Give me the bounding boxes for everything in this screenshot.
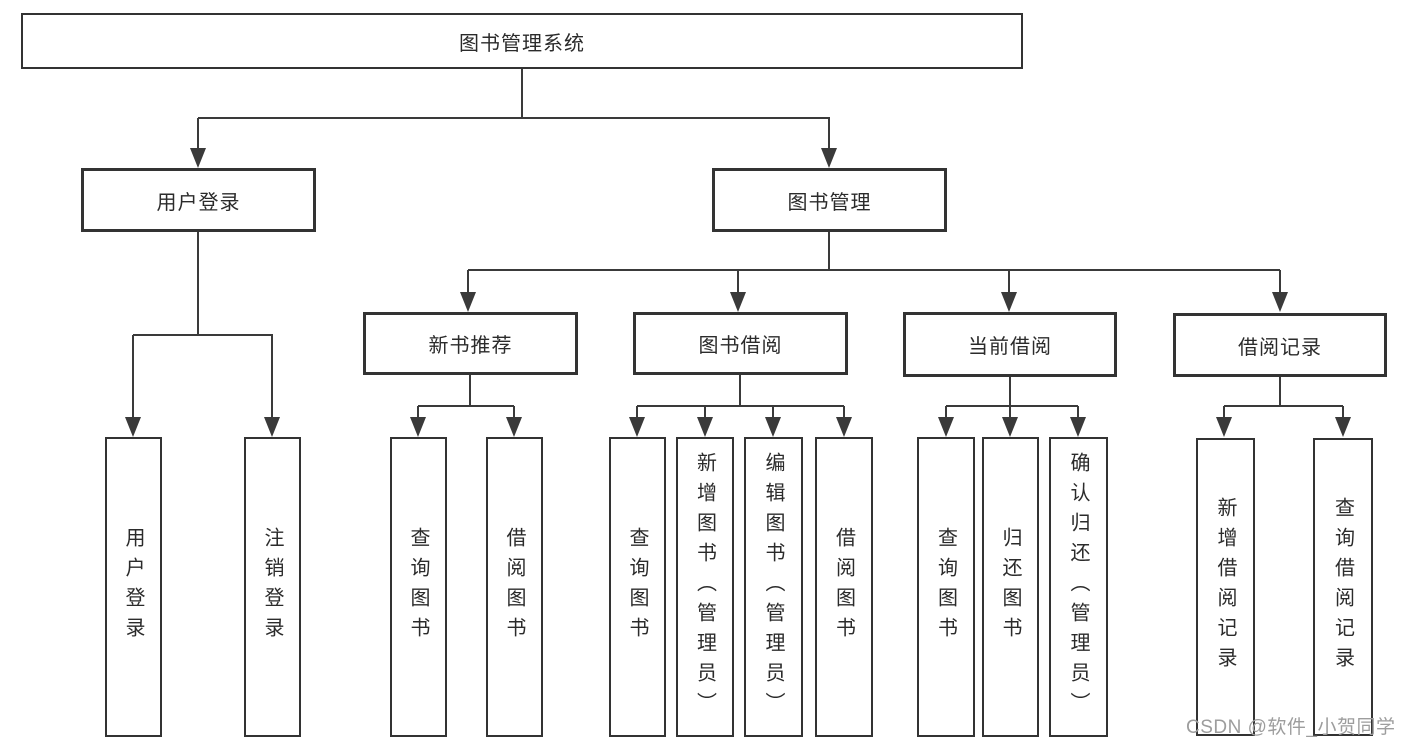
connector-line bbox=[737, 270, 739, 293]
arrow-down-icon bbox=[1272, 292, 1288, 312]
connector-line bbox=[468, 269, 1280, 271]
leaf-current-query-book: 查询图书 bbox=[917, 437, 975, 737]
leaf-label: 用户登录 bbox=[122, 527, 144, 647]
node-label: 新书推荐 bbox=[428, 335, 513, 357]
node-new-book-recommend: 新书推荐 bbox=[363, 312, 578, 375]
connector-line bbox=[1223, 406, 1225, 418]
arrow-down-icon bbox=[1002, 417, 1018, 437]
arrow-down-icon bbox=[125, 417, 141, 437]
connector-line bbox=[469, 375, 471, 406]
node-library-management-system: 图书管理系统 bbox=[21, 13, 1023, 69]
node-user-login: 用户登录 bbox=[81, 168, 316, 232]
connector-line bbox=[418, 405, 514, 407]
node-current-borrow: 当前借阅 bbox=[903, 312, 1117, 377]
node-borrow-records: 借阅记录 bbox=[1173, 313, 1387, 377]
connector-line bbox=[1279, 270, 1281, 293]
arrow-down-icon bbox=[697, 417, 713, 437]
arrow-down-icon bbox=[836, 417, 852, 437]
leaf-label: 归还图书 bbox=[999, 527, 1021, 647]
arrow-down-icon bbox=[821, 148, 837, 168]
node-book-management: 图书管理 bbox=[712, 168, 947, 232]
leaf-label: 查询图书 bbox=[407, 527, 429, 647]
leaf-logout: 注销登录 bbox=[244, 437, 301, 737]
connector-line bbox=[521, 69, 523, 118]
connector-line bbox=[946, 405, 1078, 407]
connector-line bbox=[1342, 406, 1344, 418]
leaf-borrow-book: 借阅图书 bbox=[815, 437, 873, 737]
connector-line bbox=[637, 405, 844, 407]
arrow-down-icon bbox=[190, 148, 206, 168]
connector-line bbox=[197, 118, 199, 149]
arrow-down-icon bbox=[506, 417, 522, 437]
leaf-label: 注销登录 bbox=[261, 527, 283, 647]
leaf-recommend-borrow-book: 借阅图书 bbox=[486, 437, 543, 737]
connector-line bbox=[843, 406, 845, 418]
csdn-watermark: CSDN @软件_小贺同学 bbox=[1186, 717, 1396, 738]
arrow-down-icon bbox=[1335, 417, 1351, 437]
connector-line bbox=[1077, 406, 1079, 418]
connector-line bbox=[1009, 377, 1011, 406]
leaf-label: 确认归还（管理员） bbox=[1067, 452, 1089, 722]
connector-line bbox=[828, 118, 830, 149]
leaf-label: 借阅图书 bbox=[832, 527, 855, 647]
connector-line bbox=[513, 406, 515, 418]
arrow-down-icon bbox=[1070, 417, 1086, 437]
connector-line bbox=[1224, 405, 1343, 407]
connector-line bbox=[772, 406, 774, 418]
connector-line bbox=[271, 335, 273, 418]
leaf-label: 借阅图书 bbox=[503, 527, 525, 647]
connector-line bbox=[1279, 377, 1281, 406]
connector-line bbox=[704, 406, 706, 418]
node-label: 当前借阅 bbox=[968, 336, 1052, 358]
node-label: 图书管理系统 bbox=[459, 32, 585, 55]
node-label: 图书管理 bbox=[787, 191, 872, 214]
arrow-down-icon bbox=[1216, 417, 1232, 437]
leaf-add-borrow-record: 新增借阅记录 bbox=[1196, 438, 1255, 736]
arrow-down-icon bbox=[264, 417, 280, 437]
leaf-label: 查询图书 bbox=[934, 527, 957, 647]
arrow-down-icon bbox=[410, 417, 426, 437]
leaf-query-borrow-record: 查询借阅记录 bbox=[1313, 438, 1373, 736]
connector-line bbox=[197, 232, 199, 335]
connector-line bbox=[945, 406, 947, 418]
node-label: 图书借阅 bbox=[698, 335, 783, 357]
connector-line bbox=[198, 117, 830, 119]
node-book-borrow: 图书借阅 bbox=[633, 312, 848, 375]
connector-line bbox=[417, 406, 419, 418]
leaf-user-login: 用户登录 bbox=[105, 437, 162, 737]
arrow-down-icon bbox=[938, 417, 954, 437]
connector-line bbox=[636, 406, 638, 418]
arrow-down-icon bbox=[460, 292, 476, 312]
arrow-down-icon bbox=[629, 417, 645, 437]
leaf-recommend-query-book: 查询图书 bbox=[390, 437, 447, 737]
arrow-down-icon bbox=[730, 292, 746, 312]
connector-line bbox=[828, 232, 830, 270]
node-label: 借阅记录 bbox=[1238, 336, 1322, 359]
leaf-return-book: 归还图书 bbox=[982, 437, 1039, 737]
leaf-add-book-admin: 新增图书（管理员） bbox=[676, 437, 734, 737]
leaf-label: 查询借阅记录 bbox=[1331, 497, 1354, 677]
arrow-down-icon bbox=[1001, 292, 1017, 312]
leaf-confirm-return-admin: 确认归还（管理员） bbox=[1049, 437, 1108, 737]
connector-line bbox=[133, 334, 273, 336]
node-label: 用户登录 bbox=[156, 191, 241, 214]
leaf-label: 编辑图书（管理员） bbox=[762, 452, 784, 722]
connector-line bbox=[467, 270, 469, 293]
leaf-borrow-query-book: 查询图书 bbox=[609, 437, 666, 737]
leaf-edit-book-admin: 编辑图书（管理员） bbox=[744, 437, 803, 737]
connector-line bbox=[739, 375, 741, 406]
connector-line bbox=[1009, 406, 1011, 418]
arrow-down-icon bbox=[765, 417, 781, 437]
connector-line bbox=[1008, 270, 1010, 293]
leaf-label: 新增借阅记录 bbox=[1214, 497, 1236, 677]
connector-line bbox=[132, 335, 134, 418]
leaf-label: 新增图书（管理员） bbox=[693, 452, 716, 722]
leaf-label: 查询图书 bbox=[626, 527, 648, 647]
